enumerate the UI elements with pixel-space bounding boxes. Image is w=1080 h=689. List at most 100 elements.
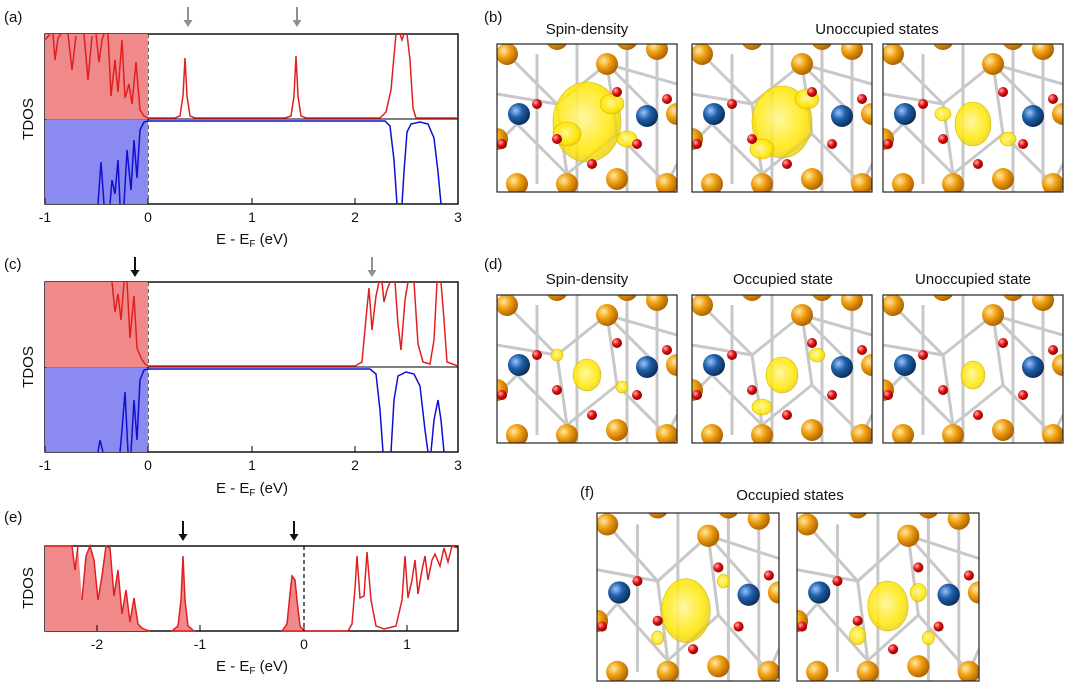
red-atom [938, 385, 948, 395]
orange-atom [757, 660, 779, 681]
panel-c-xtick-1: 0 [144, 457, 152, 473]
panel-a-spin-up-fill [45, 34, 148, 119]
structure-bond [901, 373, 955, 427]
structure-bond [692, 92, 753, 106]
structure-bond [866, 614, 920, 662]
orange-atom [742, 295, 762, 301]
orange-atom [791, 53, 813, 75]
panel-c-xticks: -1 0 1 2 3 [39, 446, 462, 473]
orange-atom [1052, 103, 1063, 125]
panel-a-spin-down-occupied-line [97, 120, 149, 205]
structure-bond [515, 122, 569, 176]
red-atom [733, 621, 744, 632]
density-isosurface [599, 93, 625, 115]
orange-atom [892, 424, 914, 443]
panel-a-spin-up-filled [44, 33, 149, 119]
structure-bond [761, 383, 813, 427]
red-atom [782, 159, 792, 169]
density-isosurface [615, 380, 629, 394]
panel-c-spin-up-gap-line [148, 281, 459, 367]
orange-atom [933, 295, 953, 301]
panel-a-ylabel: TDOS [20, 98, 37, 140]
panel-a-spin-up-occupied-line [44, 33, 149, 119]
density-isosurface [954, 101, 992, 147]
red-atom [1018, 139, 1028, 149]
orange-atom [806, 660, 829, 681]
panel-f-image-1 [596, 512, 780, 682]
density-isosurface [749, 138, 775, 160]
red-atom [612, 87, 622, 97]
red-atom [612, 338, 622, 348]
red-atom [688, 644, 699, 655]
density-isosurface [922, 630, 935, 645]
structure-bond [710, 373, 764, 427]
structure-bond [952, 383, 1004, 427]
orange-atom [597, 513, 619, 536]
panel-c-spin-up-occupied-line [111, 281, 149, 367]
panel-e-peak-2 [280, 574, 306, 632]
structure-bond [605, 314, 619, 386]
density-isosurface [999, 131, 1017, 147]
panel-c-spin-down-occupied-line [97, 368, 149, 453]
structure-frame [691, 43, 873, 193]
orange-atom [692, 44, 713, 65]
orange-atom [982, 53, 1004, 75]
blue-atom [737, 583, 760, 606]
blue-atom [636, 356, 658, 378]
orange-atom [942, 173, 964, 192]
structure-bond [883, 92, 944, 106]
orange-atom [851, 173, 872, 192]
red-atom [888, 644, 899, 655]
panel-c-xtick-3: 2 [351, 457, 359, 473]
panel-e-arrow-2 [289, 521, 299, 541]
panel-a-xtick-4: 3 [454, 209, 462, 225]
blue-atom [1022, 105, 1044, 127]
panel-c-arrow-2 [367, 257, 377, 277]
orange-atom [1032, 295, 1054, 311]
structure-bond [801, 62, 872, 86]
panel-e-xtick-2: 0 [300, 636, 308, 652]
orange-atom [841, 295, 863, 311]
orange-atom [606, 660, 629, 681]
orange-atom [797, 513, 819, 536]
red-atom [1048, 94, 1058, 104]
structure-frame [796, 512, 980, 682]
red-atom [857, 94, 867, 104]
panel-c-spin-down-filled [45, 368, 149, 453]
panel-e-xlabel: E - EF (eV) [216, 658, 288, 677]
panel-e-xtick-1: -1 [194, 636, 207, 652]
panel-label-f: (f) [580, 484, 594, 501]
orange-atom [547, 44, 567, 50]
structure-bond [606, 313, 677, 337]
density-isosurface [717, 573, 730, 589]
structure-bond [615, 383, 669, 437]
orange-atom [791, 304, 813, 326]
panel-b-image-1 [496, 43, 678, 193]
structure-bond [616, 602, 669, 662]
structure-bond [891, 303, 945, 357]
panel-e-arrows [178, 521, 299, 541]
structure-bond [907, 534, 979, 560]
orange-atom [1003, 295, 1023, 301]
orange-atom [883, 44, 904, 65]
structure-frame [496, 294, 678, 444]
orange-atom [656, 660, 679, 681]
red-atom [652, 615, 663, 626]
panel-a: (a) TDOS -1 0 1 2 3 [4, 7, 462, 250]
red-atom [632, 390, 642, 400]
panel-a-xtick-3: 2 [351, 209, 359, 225]
red-atom [692, 390, 702, 400]
panel-d-image-1 [496, 294, 678, 444]
panel-a-spin-down-gap-line [148, 120, 442, 205]
orange-atom [967, 581, 979, 604]
orange-atom [701, 424, 723, 443]
orange-atom [801, 168, 823, 190]
structure-bond [700, 52, 754, 106]
panel-e-arrow-1 [178, 521, 188, 541]
orange-atom [1042, 424, 1063, 443]
panel-label-a: (a) [4, 9, 22, 26]
red-atom [597, 621, 608, 632]
density-isosurface [934, 106, 952, 122]
panel-e-xticks: -2 -1 0 1 [91, 625, 411, 652]
orange-atom [596, 304, 618, 326]
